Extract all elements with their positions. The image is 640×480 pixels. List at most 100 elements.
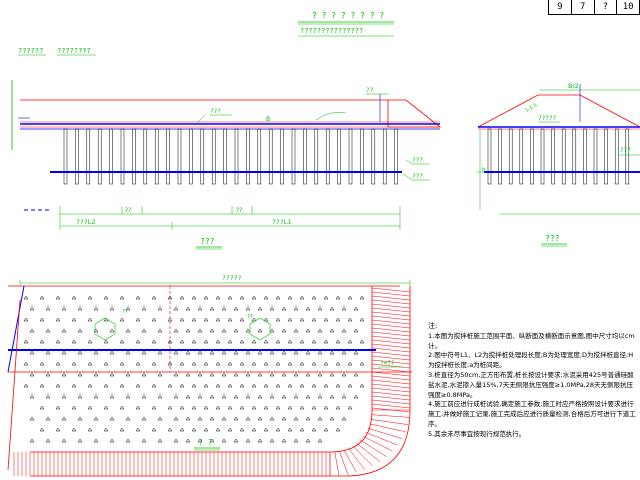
plan-pile-marker [93,350,99,355]
plan-pile-marker [311,383,317,388]
note-item-4: 4.施工前应进行成桩试验,确定施工参数;施工时应严格按照设计要求进行施工,并做好… [428,400,636,428]
plan-pile-marker [93,328,99,333]
plan-pile-marker [125,372,131,377]
plan-pile-marker [227,295,233,300]
plan-pile-marker [341,306,347,311]
plan-pile-marker [263,339,269,344]
plan-hatch-line [371,311,411,317]
plan-pile-marker [209,394,215,399]
plan-pile-marker [215,427,221,432]
plan-pile-marker [157,350,163,355]
section-pile [625,128,630,185]
plan-hatch-line [371,414,410,418]
plan-pile-marker [227,405,233,410]
elevation-pile [166,128,170,185]
plan-pile-marker [269,328,275,333]
plan-pile-marker [141,372,147,377]
plan-pile-marker [317,306,323,311]
plan-pile-marker [329,416,335,421]
plan-pile-marker [185,350,191,355]
elev-dim-left: ???L2 [76,218,96,226]
plan-hatch-line [371,319,411,325]
plan-pile-marker [135,427,141,432]
plan-pile-marker [311,317,317,322]
note-item-3: 3.桩直径为50cm,正方形布置,桩长按设计要求;水泥采用425号普通硅酸盐水泥… [428,370,634,399]
plan-pile-marker [45,328,51,333]
plan-pile-marker [269,372,275,377]
elev-dim-small-1: ?? [125,207,131,214]
plan-pile-marker [203,339,209,344]
plan-pile-marker [23,295,29,300]
plan-pile-marker [323,295,329,300]
plan-hatch-line [371,363,411,369]
plan-pile-marker [245,350,251,355]
plan-pile-marker [311,295,317,300]
plan-pile-marker [269,394,275,399]
plan-pile-marker [305,372,311,377]
plan-pile-marker [281,394,287,399]
plan-pile-marker [287,361,293,366]
plan-pile-marker [77,372,83,377]
plan-pile-marker [71,295,77,300]
plan-pile-marker [55,405,61,410]
elevation-pile [325,128,330,185]
elevation-pile [109,128,113,185]
plan-pile-marker [317,372,323,377]
plan-pile-marker [185,416,191,421]
plan-pile-marker [39,405,45,410]
plan-pile-marker [167,427,173,432]
plan-pile-marker [157,328,163,333]
plan-pile-marker [109,416,115,421]
plan-pile-marker [263,317,269,322]
plan-pile-marker [71,427,77,432]
plan-hatch-line [352,445,373,467]
section-pile [604,128,608,185]
plan-hatch-line [371,387,411,393]
plan-pile-marker [239,361,245,366]
plan-hatch-line [371,327,411,333]
plan-pile-marker [293,306,299,311]
elev-label-right: ?? [366,87,374,94]
plan-pile-marker [61,394,67,399]
plan-pile-marker [215,361,221,366]
plan-pile-grid [23,295,365,443]
plan-pile-marker [329,372,335,377]
plan-pile-marker [23,339,29,344]
plan-pile-marker [167,317,173,322]
plan-pile-marker [239,339,245,344]
plan-pile-marker [311,405,317,410]
plan-pile-marker [29,350,35,355]
plan-pile-marker [359,361,365,366]
plan-hatch-line [371,307,411,313]
elev-side-1: ??? [412,157,423,164]
plan-hatch-line [371,355,411,361]
plan-pile-marker [209,372,215,377]
elevation-pile [177,128,182,185]
plan-pile-marker [141,350,147,355]
plan-hatch-line [371,403,411,409]
plan-pile-marker [353,372,359,377]
plan-pile-marker [293,394,299,399]
elevation-pile [246,128,250,185]
plan-hatch-line [371,359,411,365]
plan-pile-marker [125,438,131,443]
plan-hatch-line [371,399,411,405]
plan-pile-marker [293,328,299,333]
plan-pile-marker [71,317,77,322]
plan-pile-marker [239,295,245,300]
plan-hatch-line [369,423,406,433]
plan-pile-marker [215,383,221,388]
plan-hatch-line [365,432,398,446]
plan-pile-marker [103,383,109,388]
elevation-pile [337,128,341,185]
elevation-pile [291,128,296,185]
plan-pile-marker [61,372,67,377]
plan-pile-marker [323,317,329,322]
plan-pile-marker [281,350,287,355]
plan-pile-marker [353,328,359,333]
plan-pile-marker [281,438,287,443]
plan-pile-marker [135,405,141,410]
plan-pile-marker [353,350,359,355]
plan-pile-marker [191,295,197,300]
plan-pile-marker [71,361,77,366]
